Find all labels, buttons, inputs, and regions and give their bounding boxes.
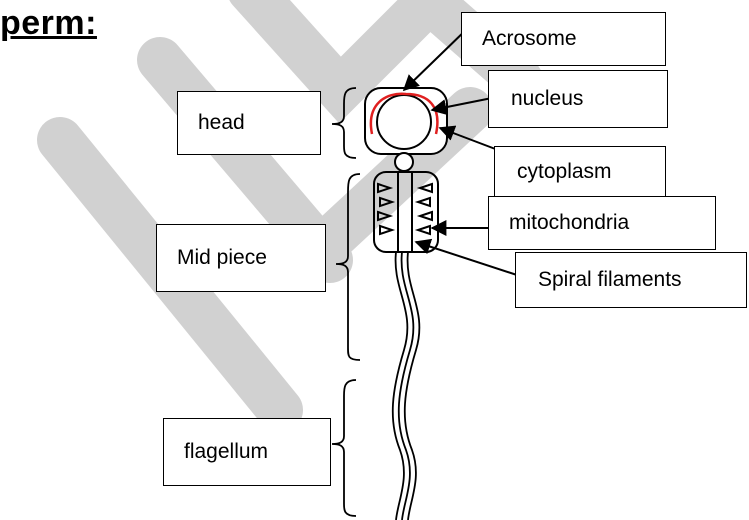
label-nucleus: nucleus bbox=[488, 70, 668, 128]
flagellum-shape bbox=[393, 252, 420, 520]
label-acrosome-text: Acrosome bbox=[482, 27, 577, 51]
label-nucleus-text: nucleus bbox=[511, 87, 583, 111]
label-spiral-filaments: Spiral filaments bbox=[515, 252, 747, 308]
label-cytoplasm: cytoplasm bbox=[494, 146, 666, 198]
label-head: head bbox=[177, 91, 321, 155]
page-title: perm: bbox=[0, 4, 97, 43]
label-cytoplasm-text: cytoplasm bbox=[517, 160, 612, 184]
label-mid-piece-text: Mid piece bbox=[177, 246, 267, 270]
label-acrosome: Acrosome bbox=[461, 12, 666, 66]
label-mid-piece: Mid piece bbox=[156, 224, 326, 292]
watermark-stroke-3 bbox=[250, 0, 420, 90]
braces bbox=[332, 88, 360, 516]
label-flagellum-text: flagellum bbox=[184, 440, 268, 464]
nucleus-shape bbox=[377, 95, 431, 149]
label-mitochondria-text: mitochondria bbox=[509, 211, 629, 235]
watermark bbox=[60, 0, 520, 410]
neck-centriole bbox=[395, 153, 413, 171]
label-head-text: head bbox=[198, 111, 245, 135]
flagellum-brace bbox=[332, 380, 356, 516]
label-spiral-filaments-text: Spiral filaments bbox=[538, 268, 682, 292]
label-flagellum: flagellum bbox=[163, 418, 331, 486]
label-mitochondria: mitochondria bbox=[488, 196, 716, 250]
